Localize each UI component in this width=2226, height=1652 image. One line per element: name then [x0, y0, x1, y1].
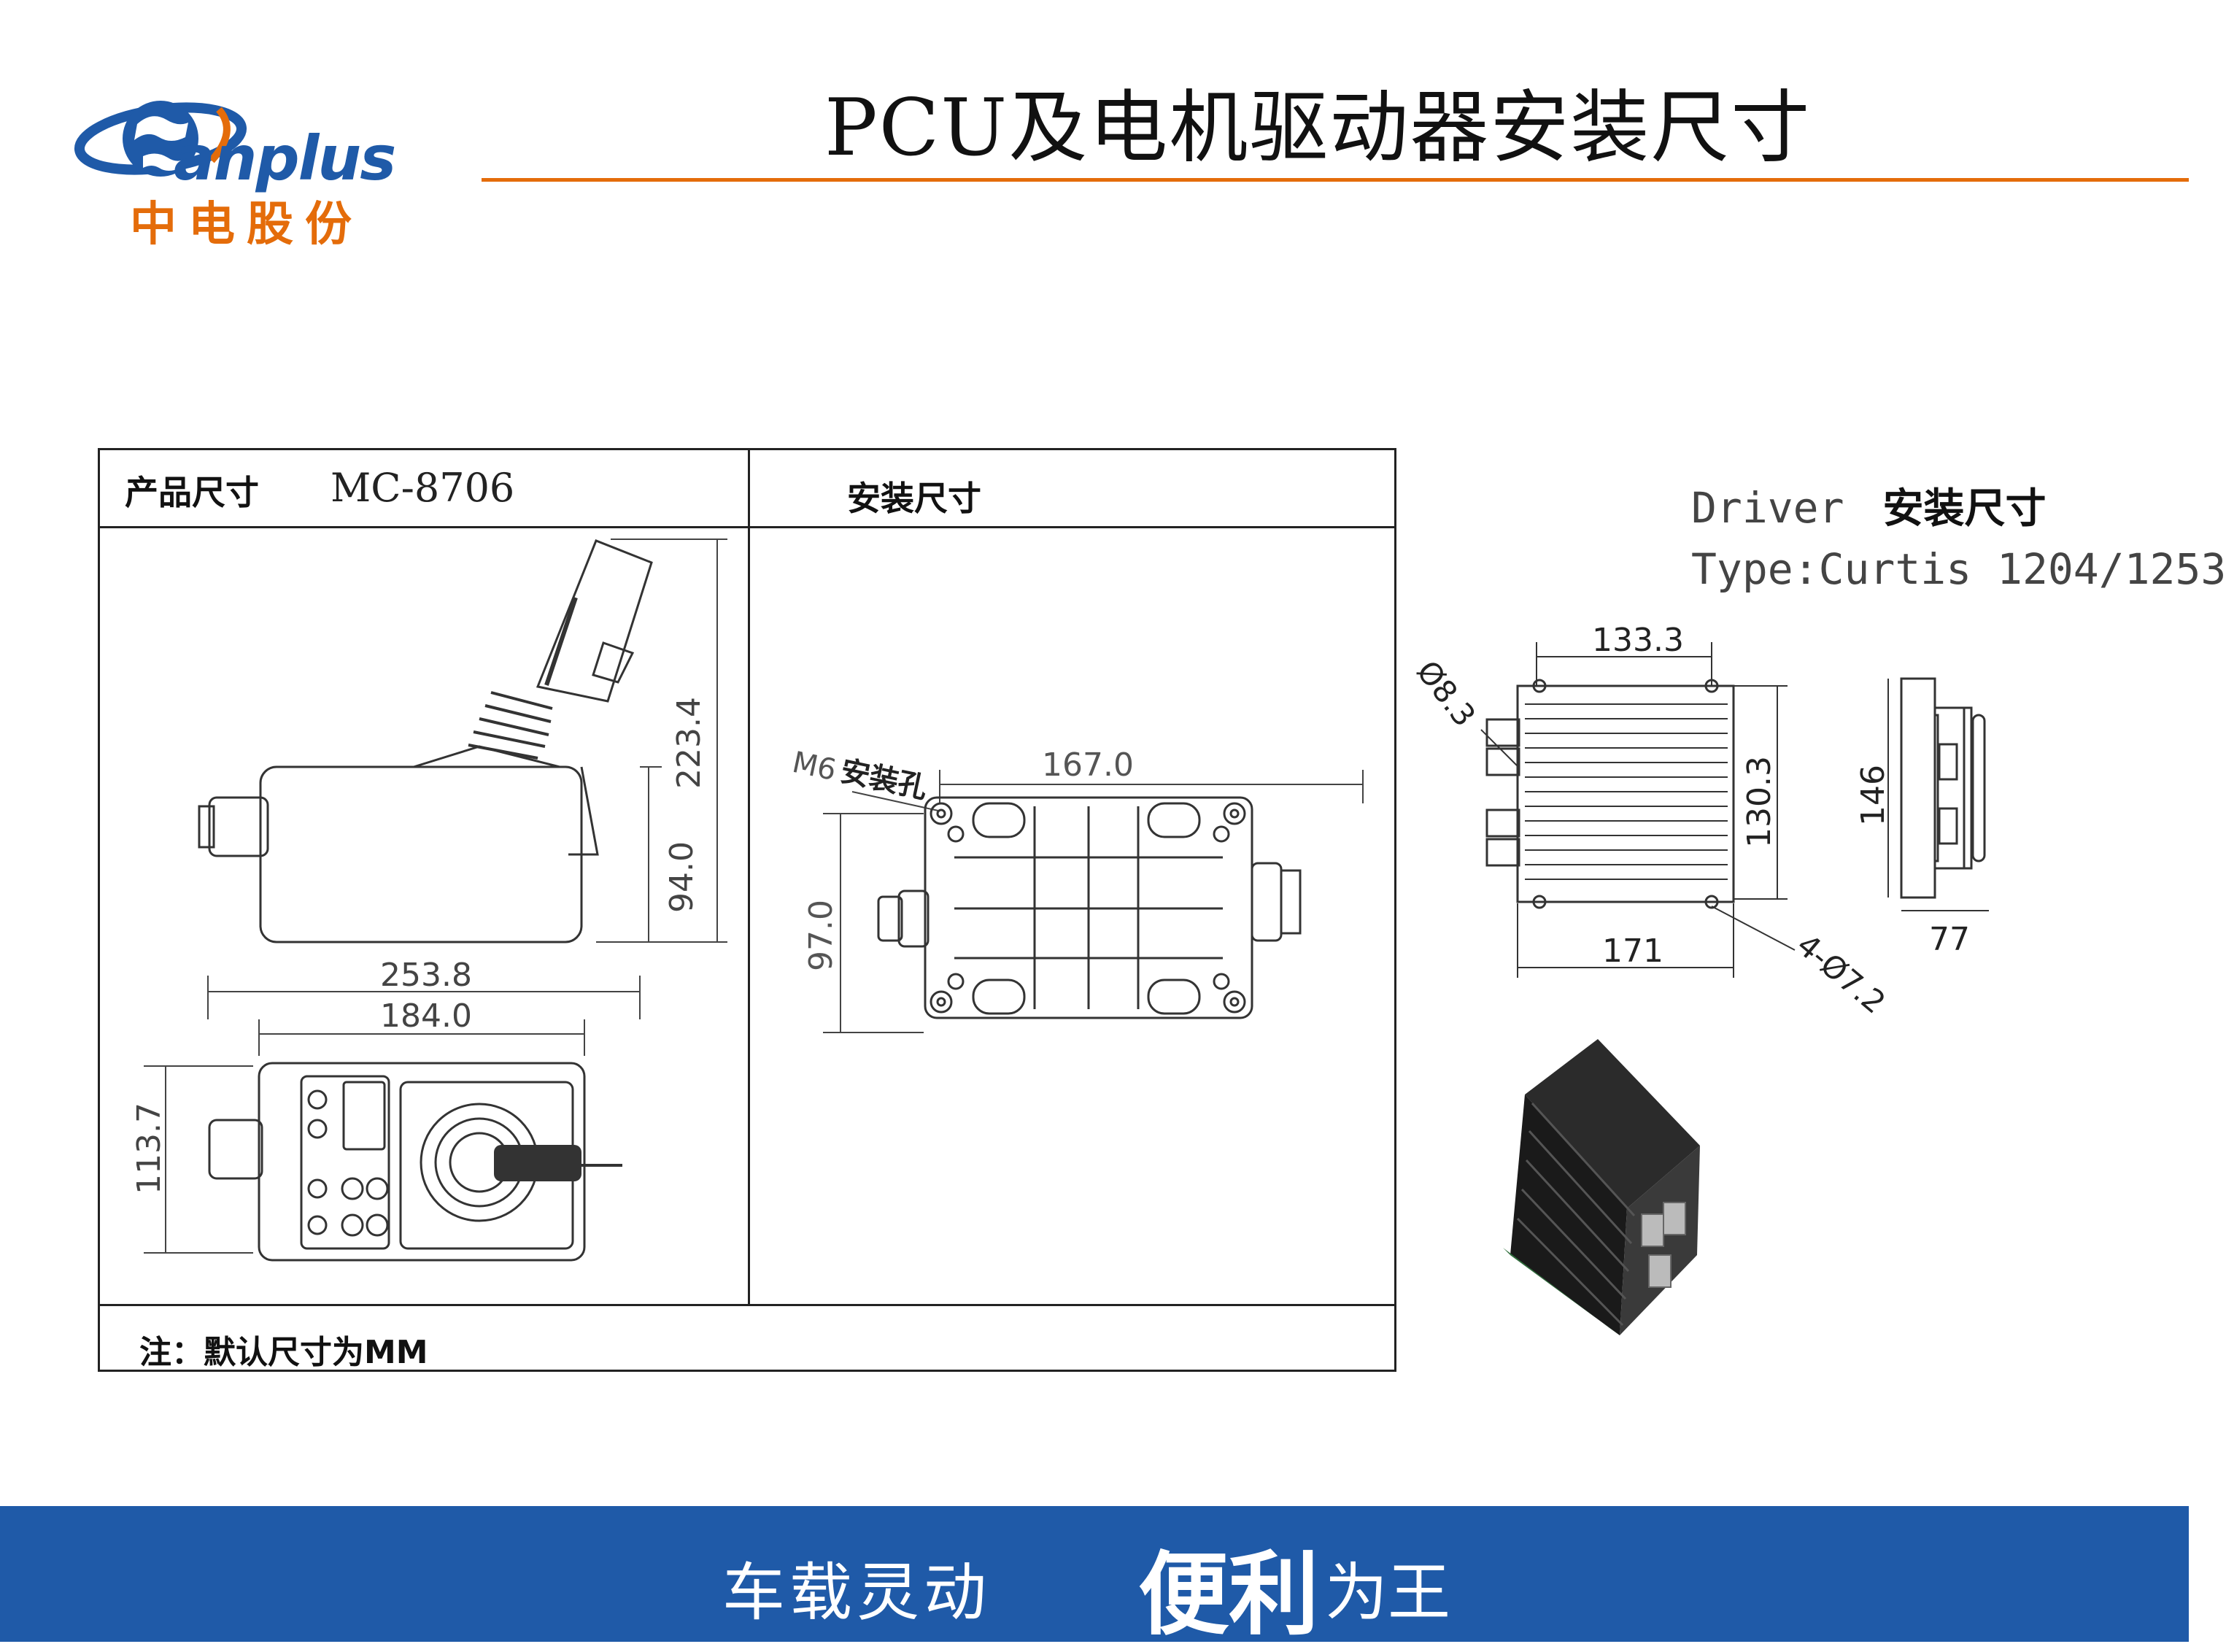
model-number: MC-8706	[331, 465, 515, 511]
footer-slogan-part2: 便利	[1138, 1543, 1320, 1648]
hole-dia-small-dim: 4-Ø7.2	[1790, 927, 1893, 1021]
driver-dimension-drawing: 133.3 Ø8.3 130.3 171 4-Ø7.2 146 77	[1410, 622, 1989, 1021]
footer-slogan-part1: 车载灵动	[722, 1556, 991, 1629]
logo-company-text: 中电股份	[130, 198, 363, 252]
page-title: PCU及电机驱动器安装尺寸	[824, 82, 1812, 174]
title-underline	[482, 178, 2189, 182]
pcu-top-view-drawing: 253.8 184.0 113.7	[131, 957, 641, 1262]
dimension-table: 产品尺寸 MC-8706 安装尺寸 注：默认尺寸为MM	[98, 448, 1396, 1372]
logo: anplus 中电股份	[73, 73, 409, 252]
unit-note: 注：默认尺寸为MM	[139, 1334, 428, 1371]
hole-pitch-dim: 133.3	[1592, 622, 1684, 659]
footer-slogan-part3: 为王	[1325, 1556, 1450, 1629]
hole-spacing-y-dim: 97.0	[803, 900, 840, 971]
body-width-dim: 184.0	[380, 997, 472, 1035]
driver-height-dim: 130.3	[1741, 756, 1778, 848]
side-height-dim: 146	[1855, 765, 1892, 826]
pcu-side-view-drawing: 223.4 94.0	[198, 539, 727, 943]
driver-type: Type:Curtis 1204/1253	[1691, 544, 2226, 594]
product-size-label: 产品尺寸	[125, 473, 259, 512]
body-height-dim: 94.0	[663, 841, 700, 913]
driver-photo	[1503, 1039, 1700, 1335]
driver-heading: Driver 安装尺寸	[1691, 476, 2046, 535]
side-width-dim: 77	[1929, 921, 1970, 958]
hole-dia-large-dim: Ø8.3	[1410, 654, 1483, 733]
mount-hole-prefix: M6	[789, 746, 839, 787]
logo-brand-text: anplus	[174, 123, 396, 194]
mount-hole-label: 安装孔	[838, 754, 930, 806]
install-size-label: 安装尺寸	[847, 479, 981, 518]
driver-length-dim: 171	[1602, 933, 1663, 970]
driver-heading-en: Driver	[1691, 483, 1844, 533]
globe-logo-icon	[74, 101, 247, 177]
table-column-divider	[748, 450, 750, 1304]
depth-dim: 113.7	[131, 1103, 168, 1194]
overall-height-dim: 223.4	[670, 697, 708, 789]
footer-banner: 车载灵动 便利 为王	[0, 1506, 2189, 1648]
pcu-mount-view-drawing: M6 安装孔 167.0 97.0	[789, 746, 1364, 1033]
hole-spacing-x-dim: 167.0	[1042, 746, 1134, 784]
driver-heading-cn: 安装尺寸	[1882, 485, 2047, 533]
table-header-divider	[100, 526, 1394, 528]
table-note-divider	[100, 1304, 1394, 1306]
overall-width-dim: 253.8	[380, 957, 472, 994]
